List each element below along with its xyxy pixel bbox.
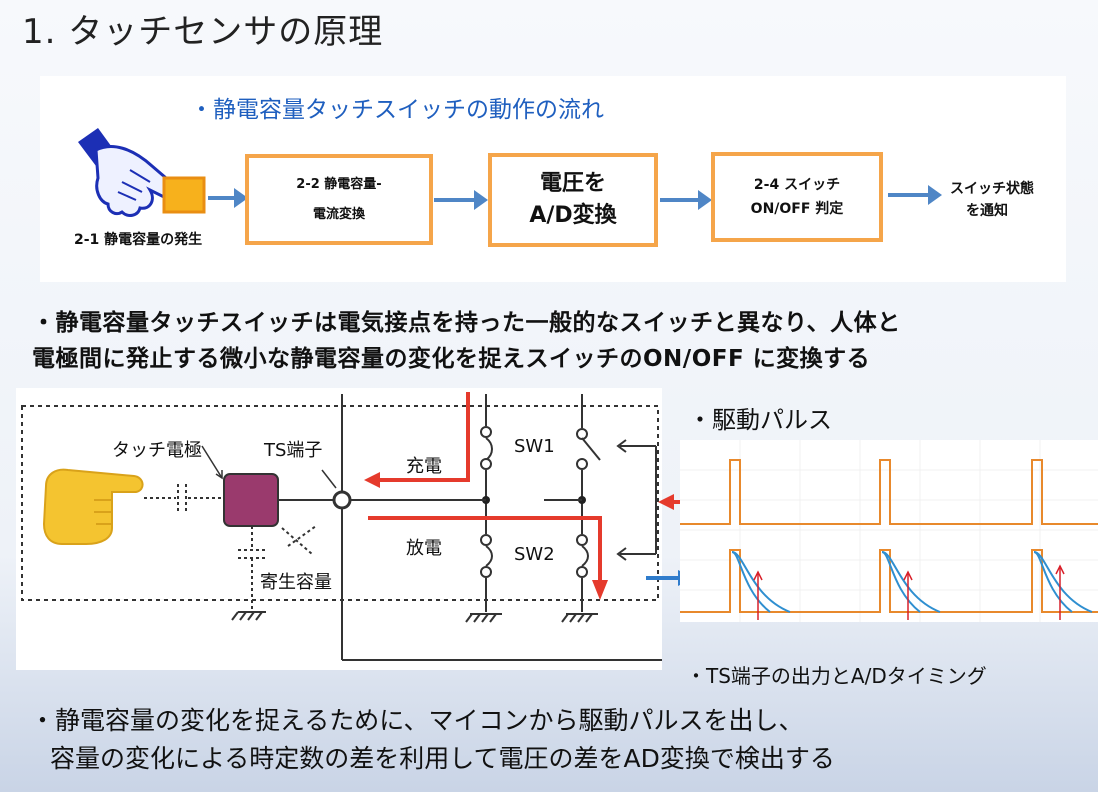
red-arrow-icon (658, 494, 674, 510)
flow-arrow-2 (434, 190, 488, 210)
step4-line1: 2-4 スイッチ (753, 177, 841, 193)
drive-pulse-label: ・駆動パルス (688, 406, 832, 434)
sw2-label: SW2 (514, 544, 555, 565)
step4-box: 2-4 スイッチ ON/OFF 判定 (711, 152, 883, 242)
touch-electrode-label: タッチ電極 (112, 440, 202, 461)
discharge-label: 放電 (406, 538, 442, 559)
pointing-hand-icon (78, 128, 206, 217)
step4-line2: ON/OFF 判定 (750, 201, 844, 217)
flow-heading: ・静電容量タッチスイッチの動作の流れ (190, 97, 604, 123)
flow-arrow-3 (660, 190, 712, 210)
step2-line1: 2-2 静電容量- (296, 176, 382, 192)
circuit-drawing (21, 392, 662, 661)
bottom-note: ・静電容量の変化を捉えるために、マイコンから駆動パルスを出し、 容量の変化による… (30, 702, 835, 778)
ad-timing-markers (753, 564, 1065, 620)
ts-output-curves (731, 551, 1093, 613)
step5-line2: を通知 (966, 203, 1008, 219)
step2-box: 2-2 静電容量- 電流変換 (245, 154, 433, 245)
step5-line1: スイッチ状態 (950, 181, 1034, 197)
ts-terminal-node (332, 490, 352, 510)
electrode-block (223, 473, 279, 527)
ts-output-label: ・TS端子の出力とA/Dタイミング (686, 664, 987, 688)
page-title: 1. タッチセンサの原理 (22, 12, 384, 52)
charge-label: 充電 (406, 456, 442, 477)
ts-terminal-label: TS端子 (264, 440, 323, 461)
step2-line2: 電流変換 (312, 206, 365, 222)
waveform-chart (680, 440, 1098, 622)
bottom-line1: ・静電容量の変化を捉えるために、マイコンから駆動パルスを出し、 (30, 706, 804, 735)
step3-box: 電圧を A/D変換 (488, 153, 658, 247)
sw1-label: SW1 (514, 436, 555, 457)
circuit-diagram: タッチ電極 TS端子 充電 SW1 放電 SW2 寄生容量 (16, 388, 662, 670)
flow-arrow-1 (208, 188, 248, 208)
discharge-flow-arrow (368, 516, 608, 600)
flow-arrow-4 (888, 185, 942, 205)
bottom-line2: 容量の変化による時定数の差を利用して電圧の差をAD変換で検出する (50, 744, 835, 773)
ts-output-baseline (680, 549, 1098, 613)
step3-line2: A/D変換 (529, 203, 617, 228)
description-line2: 電極間に発止する微小な静電容量の変化を捉えスイッチのON/OFF に変換する (32, 346, 871, 372)
description: ・静電容量タッチスイッチは電気接点を持った一般的なスイッチと異なり、人体と 電極… (32, 305, 901, 377)
step5-text: スイッチ状態 を通知 (950, 178, 1034, 222)
charge-flow-arrow (364, 392, 470, 488)
finger-icon (42, 468, 144, 545)
step3-line1: 電圧を (539, 171, 606, 196)
parasitic-label: 寄生容量 (260, 572, 332, 593)
description-line1: ・静電容量タッチスイッチは電気接点を持った一般的なスイッチと異なり、人体と (32, 310, 901, 336)
step1-caption: 2-1 静電容量の発生 (74, 232, 203, 248)
drive-pulse-trace (680, 459, 1098, 525)
